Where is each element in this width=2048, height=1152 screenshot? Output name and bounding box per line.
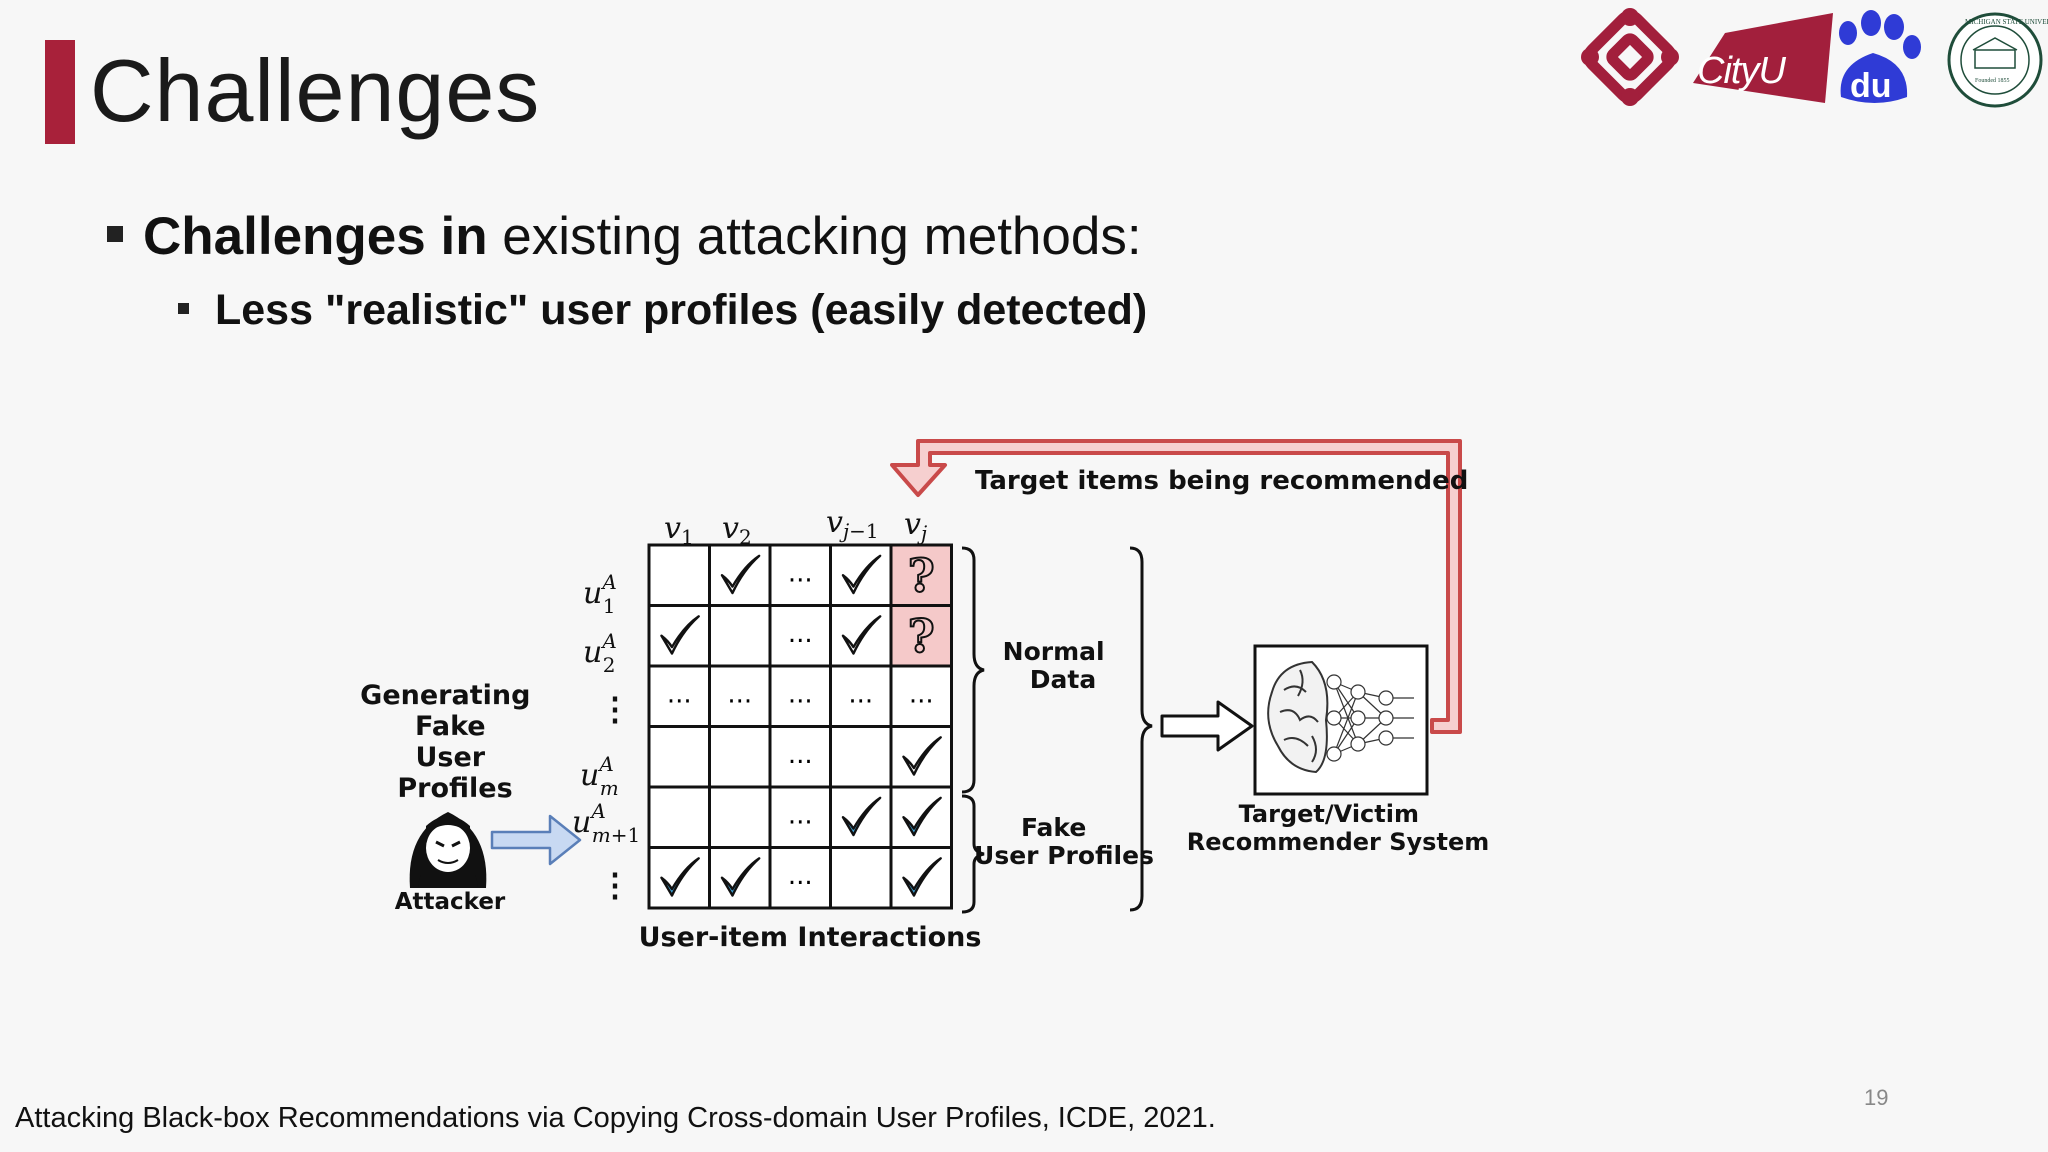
matrix-cell [647,725,711,789]
row-header-vdots: ⋮ [599,690,631,728]
bullet-square-icon [178,303,189,315]
matrix-cell [708,604,772,668]
neural-network-icon [1326,674,1414,762]
matrix-caption: User-item Interactions [639,922,982,953]
question-mark-icon: ? [908,548,935,602]
brace-normal-data [961,546,985,794]
matrix-cell [829,725,893,789]
column-headers: v1 v2 vj−1 vj [664,505,927,549]
brain-icon [1267,660,1329,774]
attack-arrow [490,814,582,866]
braces [961,546,1153,914]
msu-seal-text: MICHIGAN STATE UNIVERSITY [1965,18,2048,26]
normal-data-line1: Normal [1003,637,1105,666]
ellipsis-cell: ... [727,679,752,709]
bullet-main-bold: Challenges in [143,207,488,266]
ellipsis-cell: ... [788,619,813,649]
ellipsis-cell: ... [909,679,934,709]
normal-data-line2: Data [1030,665,1096,694]
fake-profiles-line2: User Profiles [974,841,1154,870]
baidu-logo-text: du [1850,67,1892,105]
baidu-logo: du [1839,10,1921,105]
brace-fake-profiles [961,794,985,914]
matrix-cell [889,543,953,607]
bullet-point-sub: Less "realistic" user profiles (easily d… [178,282,1147,338]
feedback-label: Target items being recommended [975,466,1468,496]
ellipsis-cell: ... [667,679,692,709]
institution-logos: CityU du MICHIGAN STATE UNIVERSITY Found… [1581,8,2048,108]
generating-line3: User [415,742,485,773]
generating-profiles-label: Generating Fake User Profiles [360,680,540,804]
recommender-system-label: Target/Victim Recommender System [1187,800,1489,856]
fake-profiles-label: Fake User Profiles [974,813,1154,870]
col-header-vj-1: vj−1 [826,505,879,543]
matrix-cell [768,664,832,728]
brace-all-data [1129,546,1153,912]
recommender-line1: Target/Victim [1239,800,1419,828]
attacker-icon [409,812,487,888]
slide-title: Challenges [90,41,541,140]
matrix-cell [647,543,711,607]
cityu-logo-text: CityU [1697,50,1786,92]
ellipsis-cell: ... [788,679,813,709]
page-number: 19 [1864,1085,1889,1110]
col-header-v2: v2 [722,511,752,549]
question-mark-icon: ? [908,609,935,663]
fake-profiles-line1: Fake [1021,813,1086,842]
ellipsis-cell: ... [848,679,873,709]
matrix-cell [708,785,772,849]
matrix-cell [889,604,953,668]
bullet-point-main: Challenges in existing attacking methods… [107,205,1142,269]
cityu-logo: CityU [1693,13,1833,103]
msu-founded-text: Founded 1855 [1975,78,2010,84]
ellipsis-cell: ... [788,558,813,588]
matrix-cell [647,785,711,849]
matrix-cell [768,846,832,910]
recommender-line2: Recommender System [1187,828,1489,856]
matrix-cell [829,846,893,910]
ellipsis-cell: ... [788,740,813,770]
matrix-cell [768,785,832,849]
ellipsis-cell: ... [788,800,813,830]
bullet-square-icon [107,226,123,242]
bullet-main-text: existing attacking methods: [487,207,1142,266]
interaction-matrix: ...?...?........................ [647,543,953,910]
col-header-vj: vj [904,507,927,545]
polyu-logo [1581,8,1679,106]
msu-seal: MICHIGAN STATE UNIVERSITY Founded 1855 [1947,12,2048,108]
matrix-cell [708,725,772,789]
row-header-vdots-2: ⋮ [599,866,631,904]
citation-footer: Attacking Black-box Recommendations via … [15,1102,1216,1134]
input-arrow [1160,700,1254,752]
generating-line1: Generating [360,680,530,711]
col-header-v1: v1 [664,511,694,549]
recommender-system-box [1253,644,1429,796]
attacker-label: Attacker [395,889,506,915]
attack-diagram: Target items being recommended v1 v2 vj−… [360,439,1489,953]
title-accent-bar [45,40,75,144]
generating-line2: Fake [415,711,486,742]
ellipsis-cell: ... [788,861,813,891]
feedback-arrow [890,439,1462,734]
generating-line4: Profiles [397,773,512,804]
normal-data-label: Normal Data [1003,637,1114,694]
bullet-sub-text: Less "realistic" user profiles (easily d… [215,286,1148,334]
